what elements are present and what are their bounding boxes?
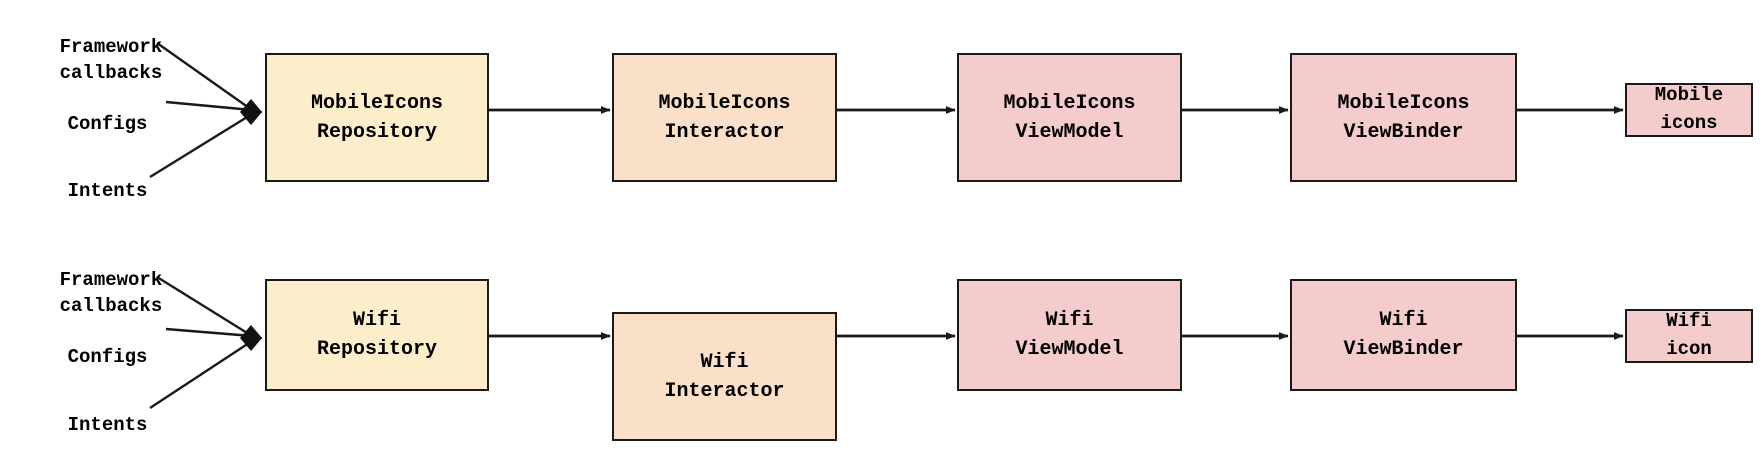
node-wifi-interactor[interactable]: Wifi Interactor <box>612 312 837 441</box>
node-label-line1: Mobile <box>1654 84 1724 107</box>
node-label-line1: MobileIcons <box>310 91 444 115</box>
node-label-line1: Wifi <box>700 350 749 374</box>
input-label-configs-wifi: Configs <box>22 318 148 397</box>
node-label-line2: Interactor <box>664 120 785 144</box>
node-mobileicons-output[interactable]: Mobile icons <box>1625 83 1753 137</box>
node-label-line2: icons <box>1660 112 1718 134</box>
input-wires-wifi <box>149 275 262 410</box>
node-label-line1: Wifi <box>1666 310 1712 333</box>
node-label-line1: MobileIcons <box>1337 91 1470 115</box>
node-label-line2: icon <box>1666 338 1712 360</box>
node-label-line1: Wifi <box>352 309 401 332</box>
input-label-line1: Framework <box>59 36 163 59</box>
node-label-line1: Wifi <box>1045 309 1094 332</box>
input-label-configs: Configs <box>22 85 148 164</box>
node-label-line1: MobileIcons <box>1003 91 1136 115</box>
node-wifi-viewbinder[interactable]: Wifi ViewBinder <box>1290 279 1517 391</box>
node-wifi-viewmodel[interactable]: Wifi ViewModel <box>957 279 1182 391</box>
node-label-line2: Interactor <box>664 379 785 403</box>
input-label-line1: Intents <box>67 414 148 437</box>
input-label-line1: Intents <box>67 180 148 203</box>
input-label-line1: Configs <box>67 113 148 136</box>
node-wifi-repository[interactable]: Wifi Repository <box>265 279 489 391</box>
node-label-line2: Repository <box>316 120 438 144</box>
node-label-line2: ViewBinder <box>1343 120 1464 144</box>
input-label-line1: Configs <box>67 346 148 369</box>
input-label-line2: callbacks <box>59 295 163 318</box>
node-mobileicons-repository[interactable]: MobileIcons Repository <box>265 53 489 182</box>
input-label-intents-wifi: Intents <box>22 386 148 465</box>
node-mobileicons-viewbinder[interactable]: MobileIcons ViewBinder <box>1290 53 1517 182</box>
input-label-line1: Framework <box>59 269 163 292</box>
node-label-line2: ViewModel <box>1015 338 1124 361</box>
input-label-framework-callbacks: Framework callbacks <box>14 8 163 113</box>
node-label-line2: ViewModel <box>1015 120 1124 144</box>
input-label-framework-callbacks-wifi: Framework callbacks <box>14 241 163 346</box>
node-label-line1: MobileIcons <box>658 91 791 115</box>
node-label-line2: Repository <box>316 338 438 361</box>
node-label-line2: ViewBinder <box>1343 338 1464 361</box>
node-mobileicons-interactor[interactable]: MobileIcons Interactor <box>612 53 837 182</box>
node-label-line1: Wifi <box>1379 309 1428 332</box>
input-wires-mobileicons <box>149 42 262 179</box>
input-label-intents: Intents <box>22 152 148 231</box>
input-label-line2: callbacks <box>59 62 163 85</box>
node-mobileicons-viewmodel[interactable]: MobileIcons ViewModel <box>957 53 1182 182</box>
node-wifi-output[interactable]: Wifi icon <box>1625 309 1753 363</box>
